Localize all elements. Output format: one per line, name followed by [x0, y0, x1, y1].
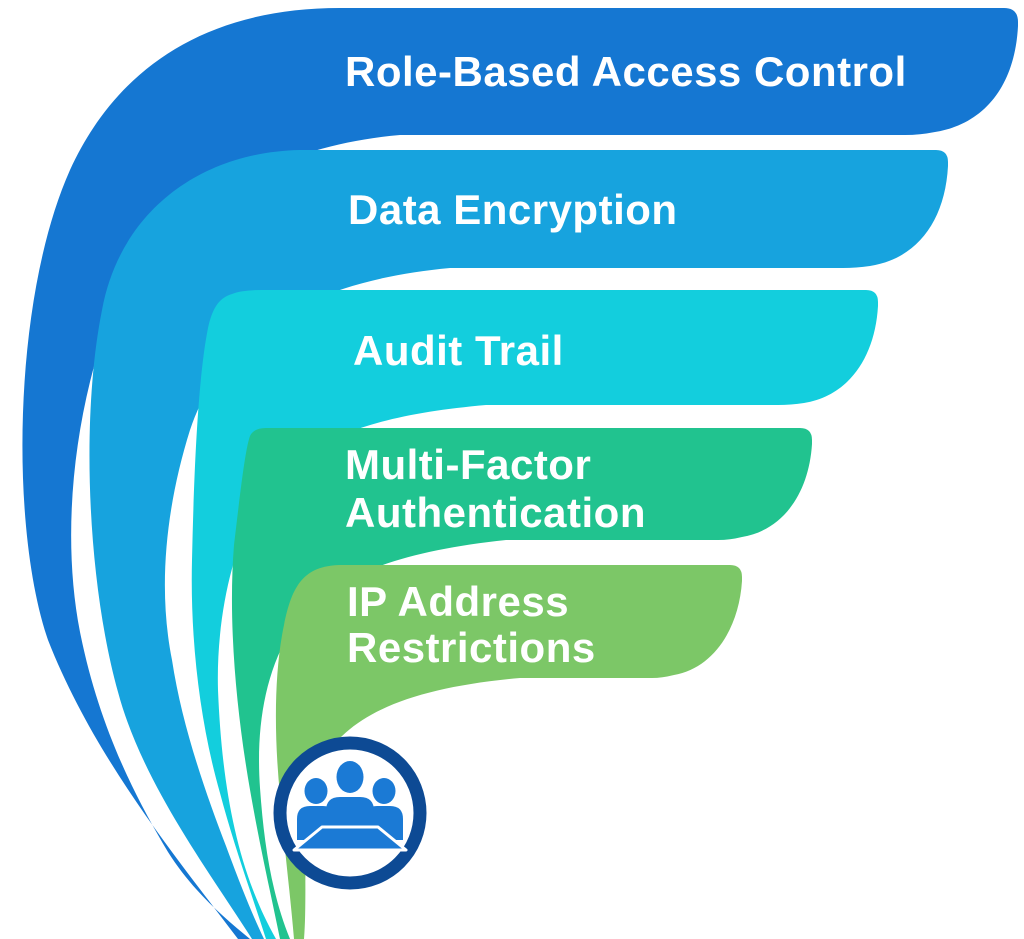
band-shape-ip-address-restrictions	[275, 565, 742, 939]
meeting-icon	[273, 736, 427, 890]
people-group	[292, 761, 408, 852]
person-left-head	[304, 778, 328, 804]
band-shape-multi-factor-authentication	[231, 428, 813, 939]
person-center-head	[336, 761, 364, 793]
band-shape-role-based-access-control	[22, 8, 1018, 939]
band-shape-audit-trail	[191, 290, 878, 939]
person-right-head	[372, 778, 396, 804]
band-shape-data-encryption	[89, 150, 948, 939]
meeting-table	[292, 825, 408, 852]
